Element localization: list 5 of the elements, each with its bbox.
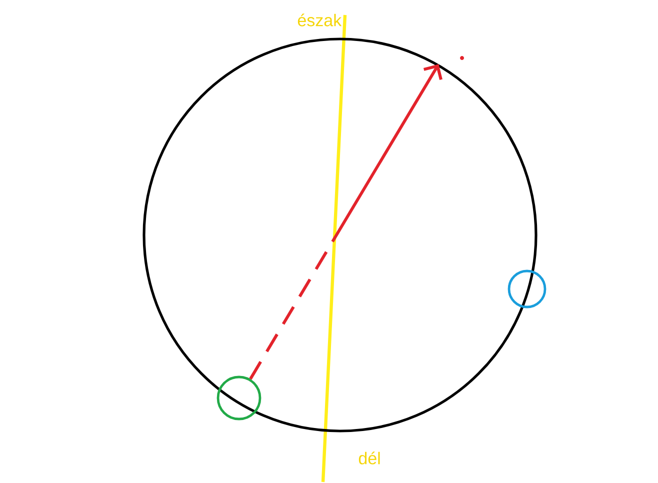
- direction-label: dél: [358, 452, 380, 464]
- ring-marker: [216, 376, 262, 420]
- large-circle: [142, 38, 538, 432]
- ring-marker: [508, 270, 546, 308]
- arrow: [249, 64, 442, 380]
